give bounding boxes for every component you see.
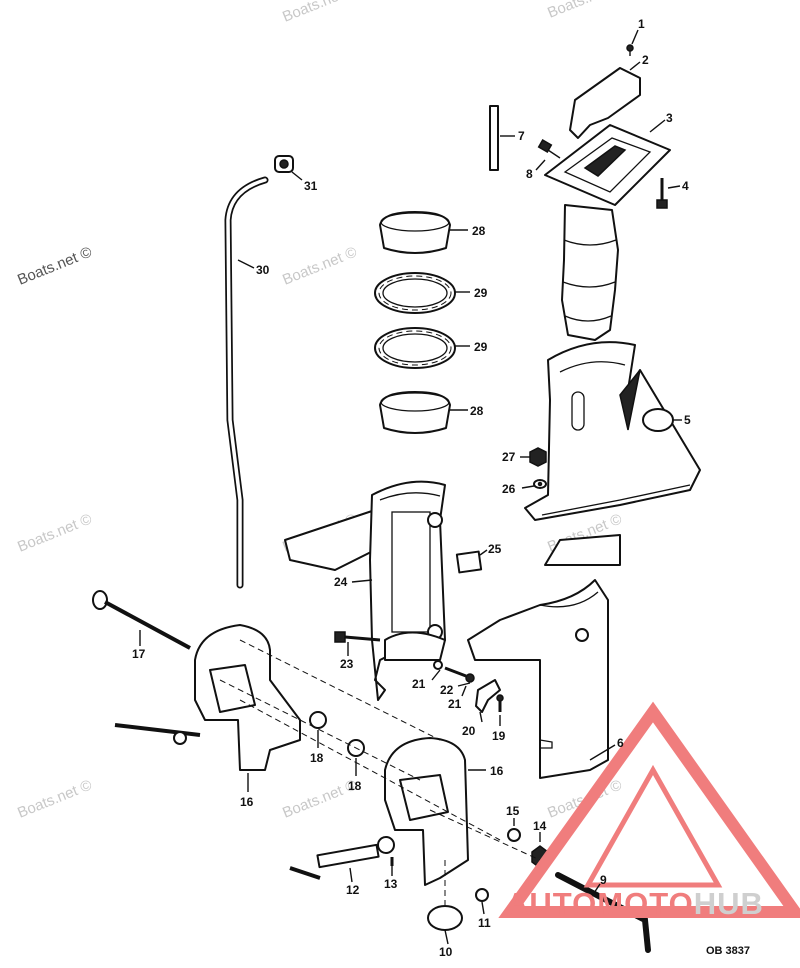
callout-26: 26 [502, 482, 516, 496]
part-washer-15 [507, 828, 521, 842]
callout-4: 4 [682, 179, 689, 193]
callout-29-bottom: 29 [474, 340, 488, 354]
watermark-text: Boats.net © [280, 243, 359, 288]
callout-31: 31 [304, 179, 318, 193]
watermarks: Boats.net © Boats.net © Boats.net © Boat… [15, 0, 624, 822]
callout-11: 11 [478, 916, 491, 930]
callout-9: 9 [600, 873, 607, 887]
callout-6: 6 [617, 736, 624, 750]
part-disc-10 [427, 905, 463, 931]
alignment-lines [219, 639, 541, 905]
callout-21-a: 21 [412, 677, 426, 691]
part-swivel-housing [524, 341, 701, 566]
callout-16-left: 16 [240, 795, 254, 809]
callout-22: 22 [440, 683, 454, 697]
callout-labels: 1 2 3 4 5 6 7 8 9 10 11 12 13 14 15 16 1… [132, 17, 691, 959]
part-clamp-bracket-16-left [114, 624, 301, 771]
callout-24: 24 [334, 575, 348, 589]
callout-19: 19 [492, 729, 506, 743]
part-lever-20 [475, 679, 501, 713]
logo-wordmark: AUTOMOTOHUB [506, 886, 764, 922]
callout-13: 13 [384, 877, 398, 891]
part-screw-4 [656, 178, 668, 209]
callout-10: 10 [439, 945, 453, 959]
part-washer-26 [533, 479, 547, 489]
part-washer-21 [433, 660, 443, 670]
part-bearing-29-top [374, 272, 456, 314]
part-bolt-22 [444, 666, 475, 683]
callout-18-b: 18 [348, 779, 362, 793]
part-screw-19 [496, 694, 504, 712]
leader-lines [139, 29, 682, 945]
watermark-text: Boats.net © [280, 0, 359, 26]
callout-23: 23 [340, 657, 354, 671]
callout-14: 14 [533, 819, 547, 833]
part-clamp-bracket-16-right [384, 737, 469, 886]
callout-12: 12 [346, 883, 360, 897]
callout-21-b: 21 [448, 697, 462, 711]
part-nut-27 [529, 447, 547, 467]
callout-5: 5 [684, 413, 691, 427]
callout-8: 8 [526, 167, 533, 181]
callout-1: 1 [638, 17, 645, 31]
watermark-text: Boats.net © [15, 510, 94, 555]
tube-inner [226, 178, 267, 587]
callout-28-top: 28 [472, 224, 486, 238]
part-pad-25 [455, 550, 483, 574]
logo-part2: HUB [693, 886, 764, 921]
logo-part1: AUTOMOTO [506, 886, 694, 921]
watermark-text: Boats.net © [15, 243, 94, 288]
callout-27: 27 [502, 450, 516, 464]
part-tube-30 [224, 176, 269, 589]
callout-28-bottom: 28 [470, 404, 484, 418]
callout-20: 20 [462, 724, 476, 738]
callout-15: 15 [506, 804, 520, 818]
part-pin-7 [489, 105, 499, 171]
part-bushing-28-top [379, 211, 451, 254]
callout-29-top: 29 [474, 286, 488, 300]
part-grommet-31 [274, 155, 294, 173]
callout-17: 17 [132, 647, 146, 661]
part-cap-11 [475, 888, 489, 902]
part-steering-head-3 [544, 124, 671, 341]
part-screw-8 [537, 139, 561, 159]
part-bolt-17 [92, 590, 191, 650]
callout-30: 30 [256, 263, 270, 277]
watermark-text: Boats.net © [15, 776, 94, 821]
watermark-text: Boats.net © [545, 0, 624, 22]
callout-25: 25 [488, 542, 502, 556]
part-stern-bracket-upper [467, 579, 609, 779]
part-bushing-28-bottom [379, 391, 451, 434]
callout-7: 7 [518, 129, 525, 143]
callout-3: 3 [666, 111, 673, 125]
part-washer-18-a [309, 711, 327, 729]
part-bearing-29-bottom [374, 327, 456, 369]
callout-2: 2 [642, 53, 649, 67]
callout-16-right: 16 [490, 764, 504, 778]
drawing-code: OB 3837 [706, 945, 751, 957]
part-rod-9 [555, 872, 651, 953]
part-plug-5 [642, 408, 674, 432]
part-bolt-23 [334, 631, 381, 643]
part-swivel-bracket-24 [284, 480, 446, 701]
part-clamp-screw-12 [289, 836, 395, 880]
logo-triangle [498, 701, 800, 918]
callout-18-a: 18 [310, 751, 324, 765]
part-screw-1 [626, 44, 634, 56]
part-cover-plate-2 [569, 67, 641, 139]
